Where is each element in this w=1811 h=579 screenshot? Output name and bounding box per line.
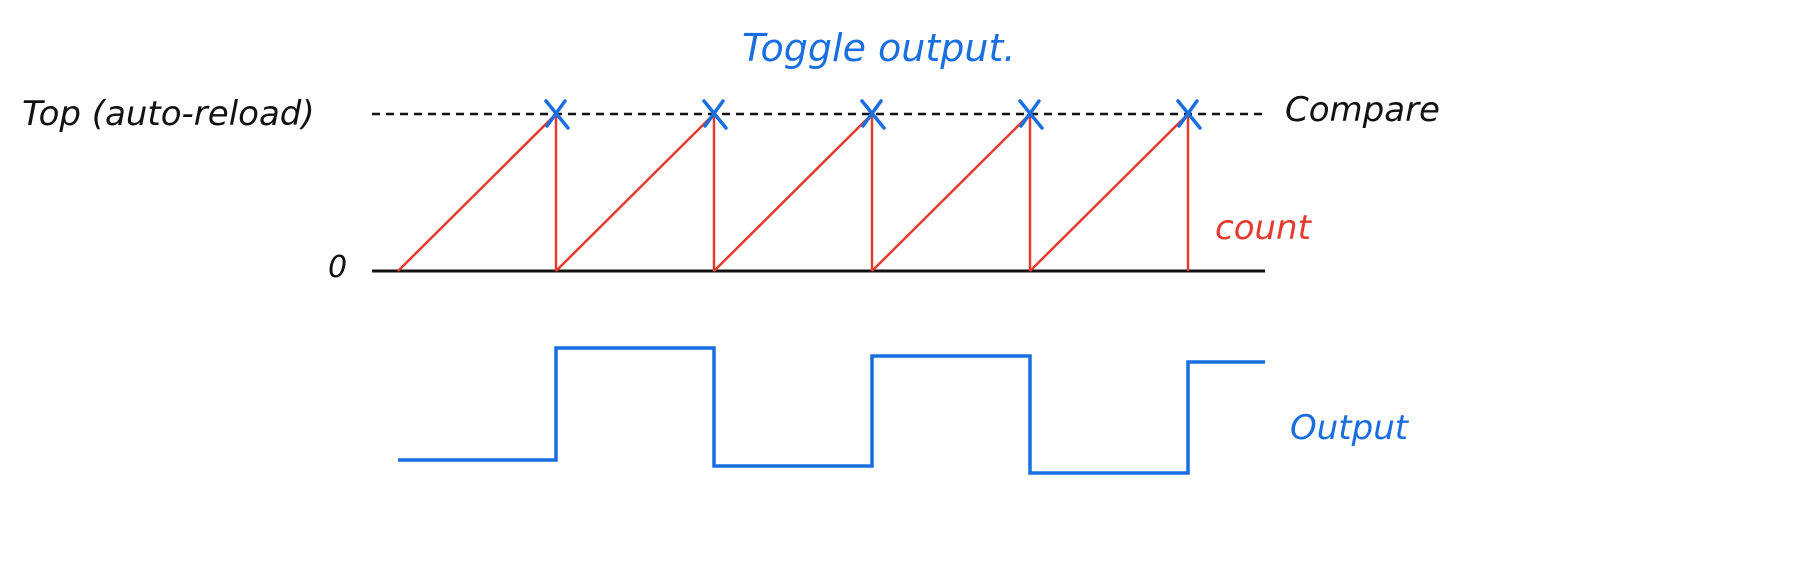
- compare-match-x-marker: [860, 99, 886, 130]
- compare-match-x-marker: [702, 99, 728, 130]
- count-ramp: [555, 113, 715, 272]
- zero-label: 0: [328, 250, 348, 285]
- count-label: count: [1215, 208, 1311, 248]
- compare-match-x-marker: [1176, 99, 1202, 130]
- compare-match-x-marker: [544, 99, 570, 130]
- top-auto-reload-label: Top (auto-reload): [22, 94, 315, 134]
- count-ramp: [1029, 113, 1189, 272]
- count-ramp: [871, 113, 1031, 272]
- count-ramp: [713, 113, 873, 272]
- output-label: Output: [1290, 408, 1409, 448]
- output-square-wave: [398, 346, 1265, 475]
- count-sawtooth: [397, 113, 1190, 272]
- count-ramp: [397, 113, 557, 272]
- toggle-output-title: Toggle output.: [742, 26, 1016, 70]
- compare-match-x-marker: [1018, 99, 1044, 130]
- compare-label: Compare: [1285, 90, 1440, 130]
- compare-match-markers: [544, 99, 1202, 130]
